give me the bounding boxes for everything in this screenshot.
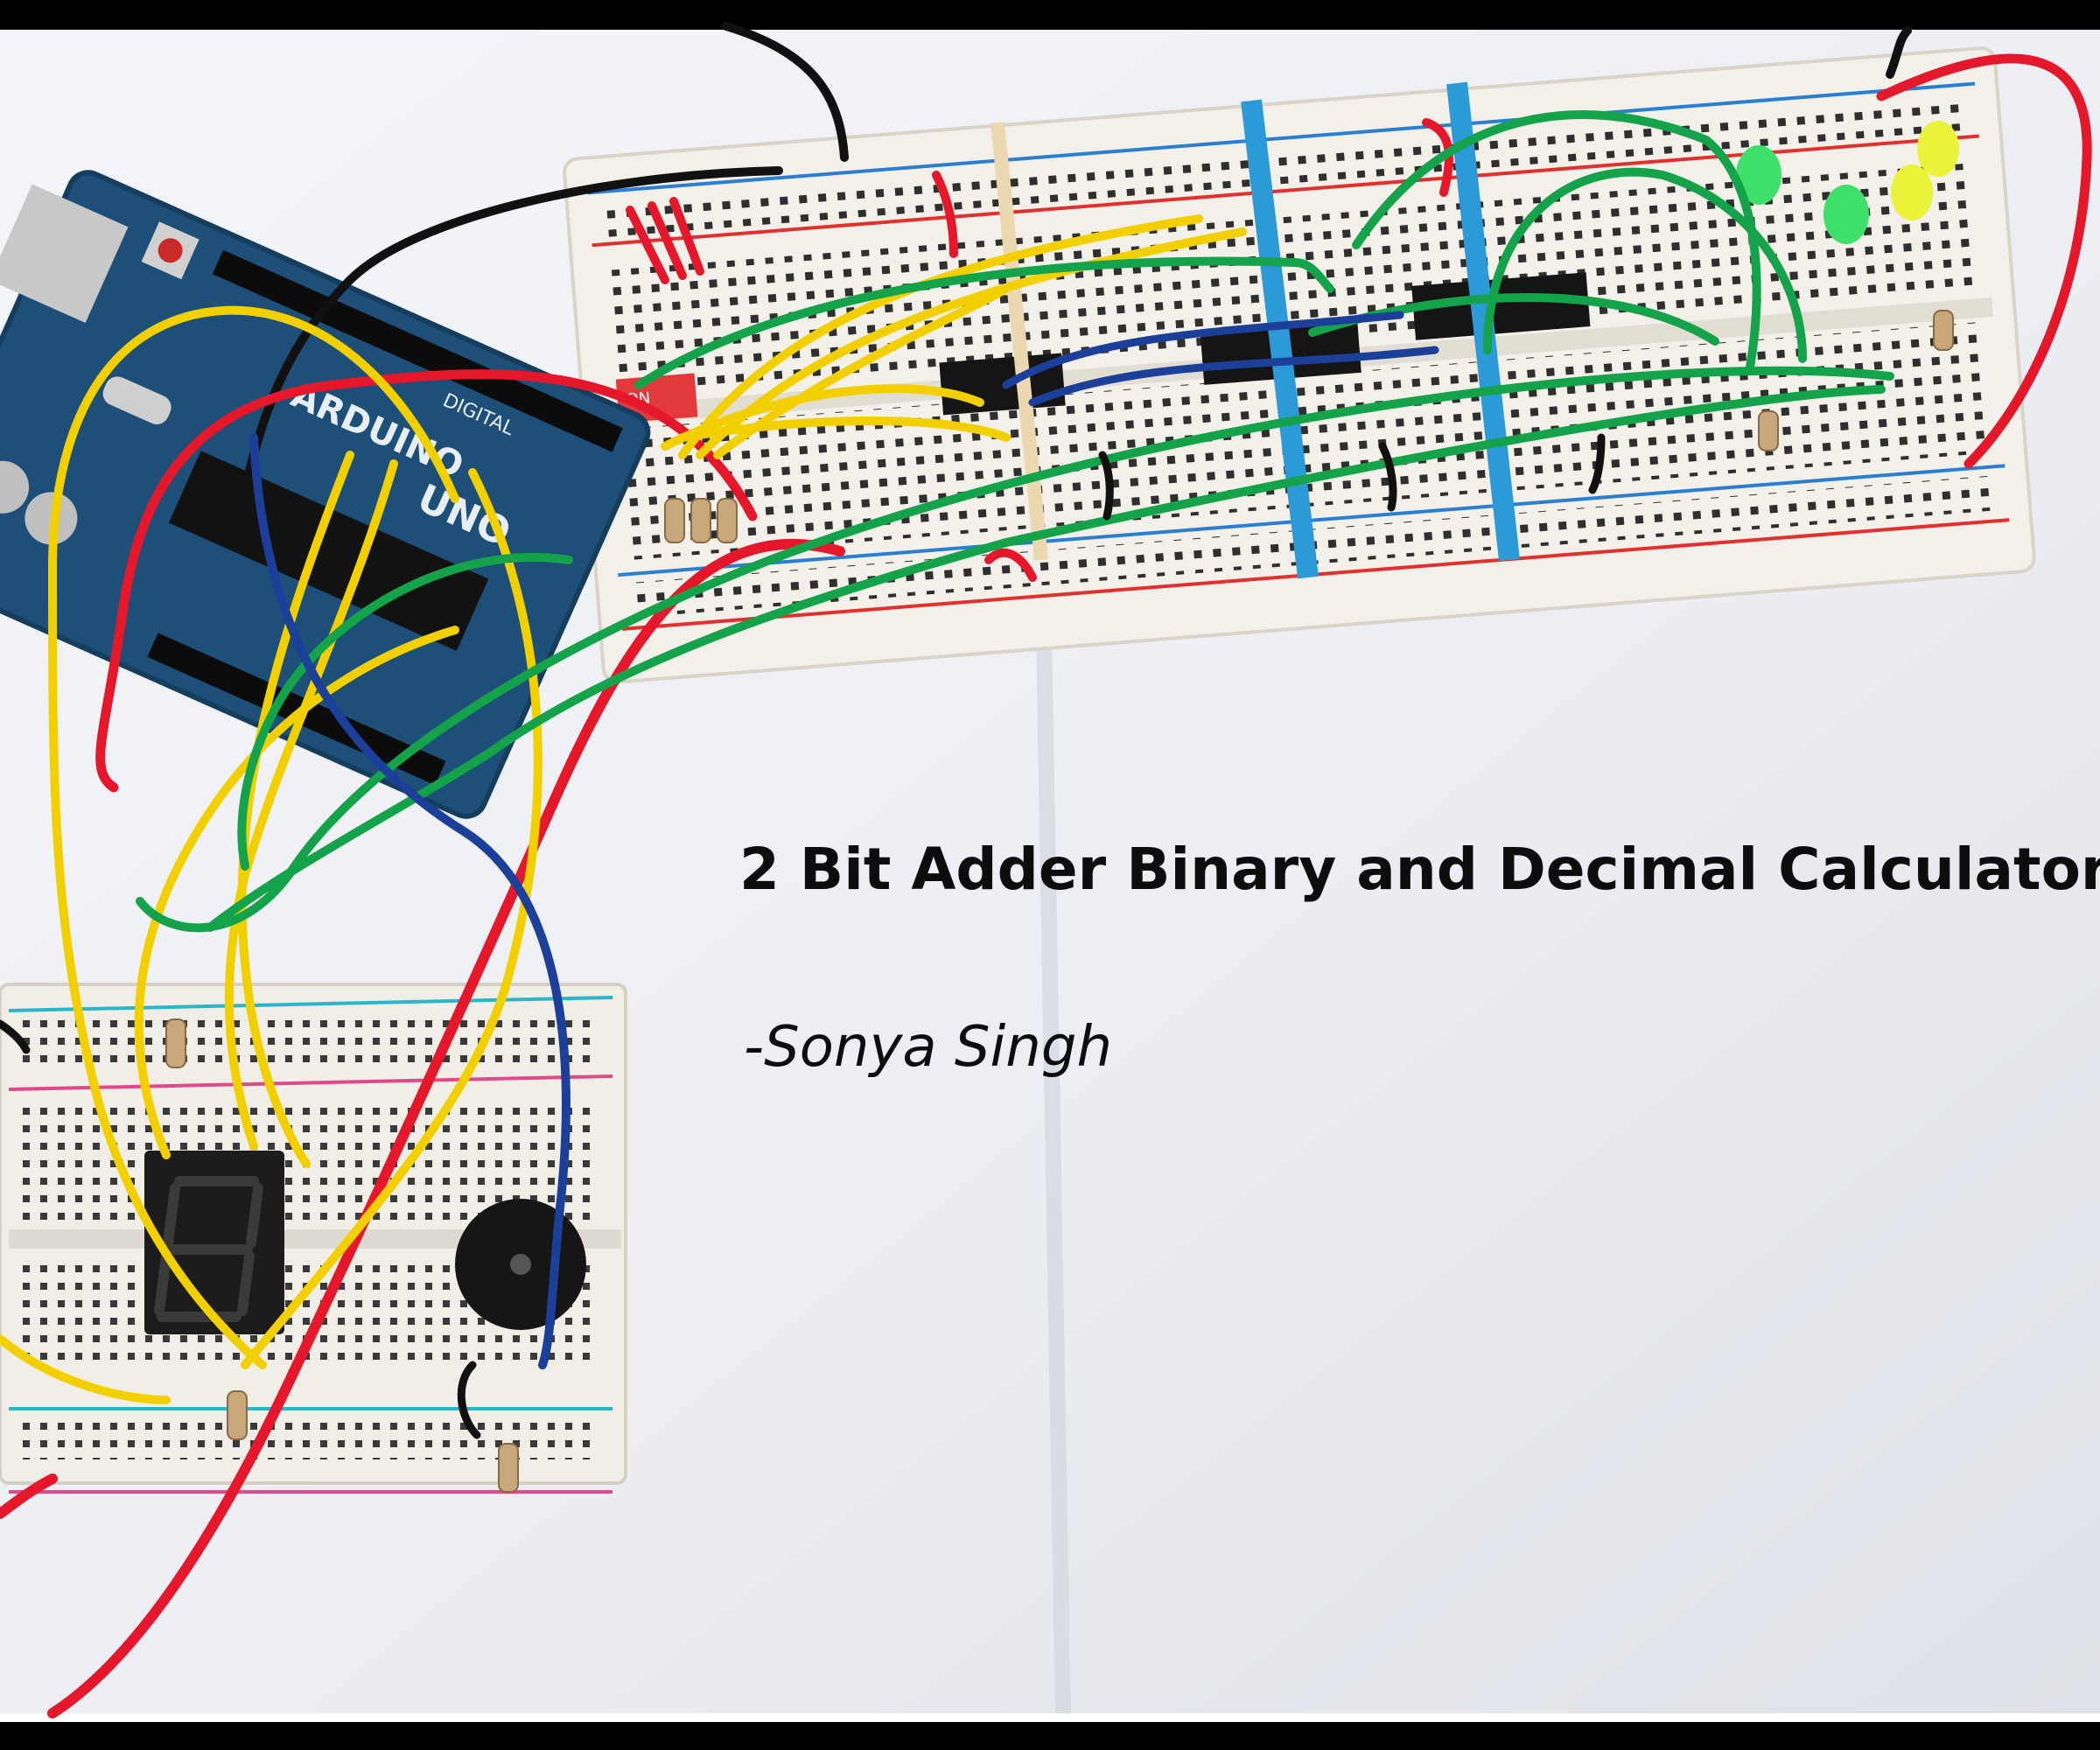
wire-yellow-bottom	[0, 1334, 171, 1404]
capacitor-1	[0, 460, 30, 514]
wire-yellow-arduino-5	[237, 451, 354, 1168]
bottom-strip	[0, 1713, 2100, 1722]
wire-red-bottom-left	[0, 1474, 58, 1519]
buzzer-hole	[510, 1254, 531, 1275]
wire-black-jumper-1	[1098, 451, 1114, 521]
led-green-1	[1736, 145, 1782, 205]
wire-red-jumper-1	[626, 197, 704, 284]
wire-blue-ic-1	[1002, 311, 1404, 389]
wire-black-right	[1886, 26, 1912, 79]
wire-yellow-arduino-1	[47, 305, 459, 1369]
resistor-5	[227, 1390, 248, 1440]
wire-green-arduino	[634, 256, 1334, 389]
seven-segment-digit	[154, 1176, 263, 1322]
wire-yellow-4	[661, 384, 984, 451]
wire-black-jumper-3	[1588, 433, 1606, 494]
led-yellow-1	[1917, 121, 1959, 177]
wire-black-jumper-4	[457, 1361, 481, 1439]
author-name: -Sonya Singh	[744, 1015, 1113, 1080]
second-rail-pink-top	[8, 1074, 613, 1091]
analog-header	[147, 633, 446, 786]
atmega-chip	[168, 451, 489, 651]
wire-red-jumper-4	[984, 548, 1037, 582]
wire-blue-long	[249, 433, 570, 1369]
resistor-1	[664, 498, 685, 543]
wire-yellow-3	[713, 284, 1011, 459]
wire-green-long-1	[136, 366, 1894, 933]
wire-green-arc-1	[1352, 110, 1761, 372]
rubber-band-blue-2	[1446, 81, 1520, 562]
reset-button-cap	[158, 238, 183, 263]
wire-blue-ic-2	[1028, 346, 1439, 407]
wire-green-down	[237, 552, 573, 871]
resistor-7	[1758, 410, 1779, 452]
rubber-band-blue-1	[1241, 99, 1319, 579]
usb-port	[0, 184, 129, 323]
wire-yellow-1	[678, 214, 1203, 459]
resistor-8	[1933, 310, 1954, 351]
crystal	[102, 376, 172, 424]
wire-red-jumper-2	[932, 171, 958, 258]
arduino-board: ARDUINO UNO DIGITAL	[0, 170, 651, 819]
wire-black-top	[722, 22, 849, 162]
wires	[0, 22, 2092, 1718]
main-holes-upper	[602, 163, 1974, 402]
wire-black-left	[241, 166, 783, 494]
wire-yellow-arduino-4	[241, 468, 542, 1369]
wire-yellow-5	[678, 416, 1011, 442]
main-breadboard: ON	[563, 46, 2036, 684]
second-breadboard	[0, 983, 627, 1494]
rubber-band-beige	[990, 122, 1048, 561]
paper-fold	[1033, 489, 1071, 1714]
wire-black-left-edge	[0, 1019, 31, 1054]
wire-green-arc-2	[1483, 167, 1807, 363]
led-yellow-2	[1891, 164, 1933, 220]
leds	[1736, 121, 1959, 244]
wire-black-jumper-2	[1378, 442, 1397, 512]
wire-red-right-loop	[1876, 53, 2092, 469]
resistor-6	[498, 1443, 519, 1493]
resistor-2	[690, 498, 711, 543]
wire-yellow-arduino-2	[134, 626, 459, 1159]
led-green-2	[1824, 185, 1869, 244]
resistor-3	[717, 498, 738, 543]
wire-red-arduino	[95, 369, 758, 793]
rail-line-blue-top	[587, 81, 1976, 195]
second-holes-top	[18, 1019, 595, 1072]
resistor-4	[165, 1018, 186, 1068]
wire-yellow-arduino-3	[224, 459, 398, 1151]
wire-green-long-2	[206, 385, 1886, 932]
resistors	[165, 310, 1954, 1493]
digital-header	[212, 249, 623, 452]
page-title: 2 Bit Adder Binary and Decimal Calculato…	[739, 836, 2100, 903]
rail-holes-top	[597, 95, 1962, 238]
ic-chip-3	[1411, 272, 1591, 340]
second-rail-teal-top	[8, 996, 613, 1012]
